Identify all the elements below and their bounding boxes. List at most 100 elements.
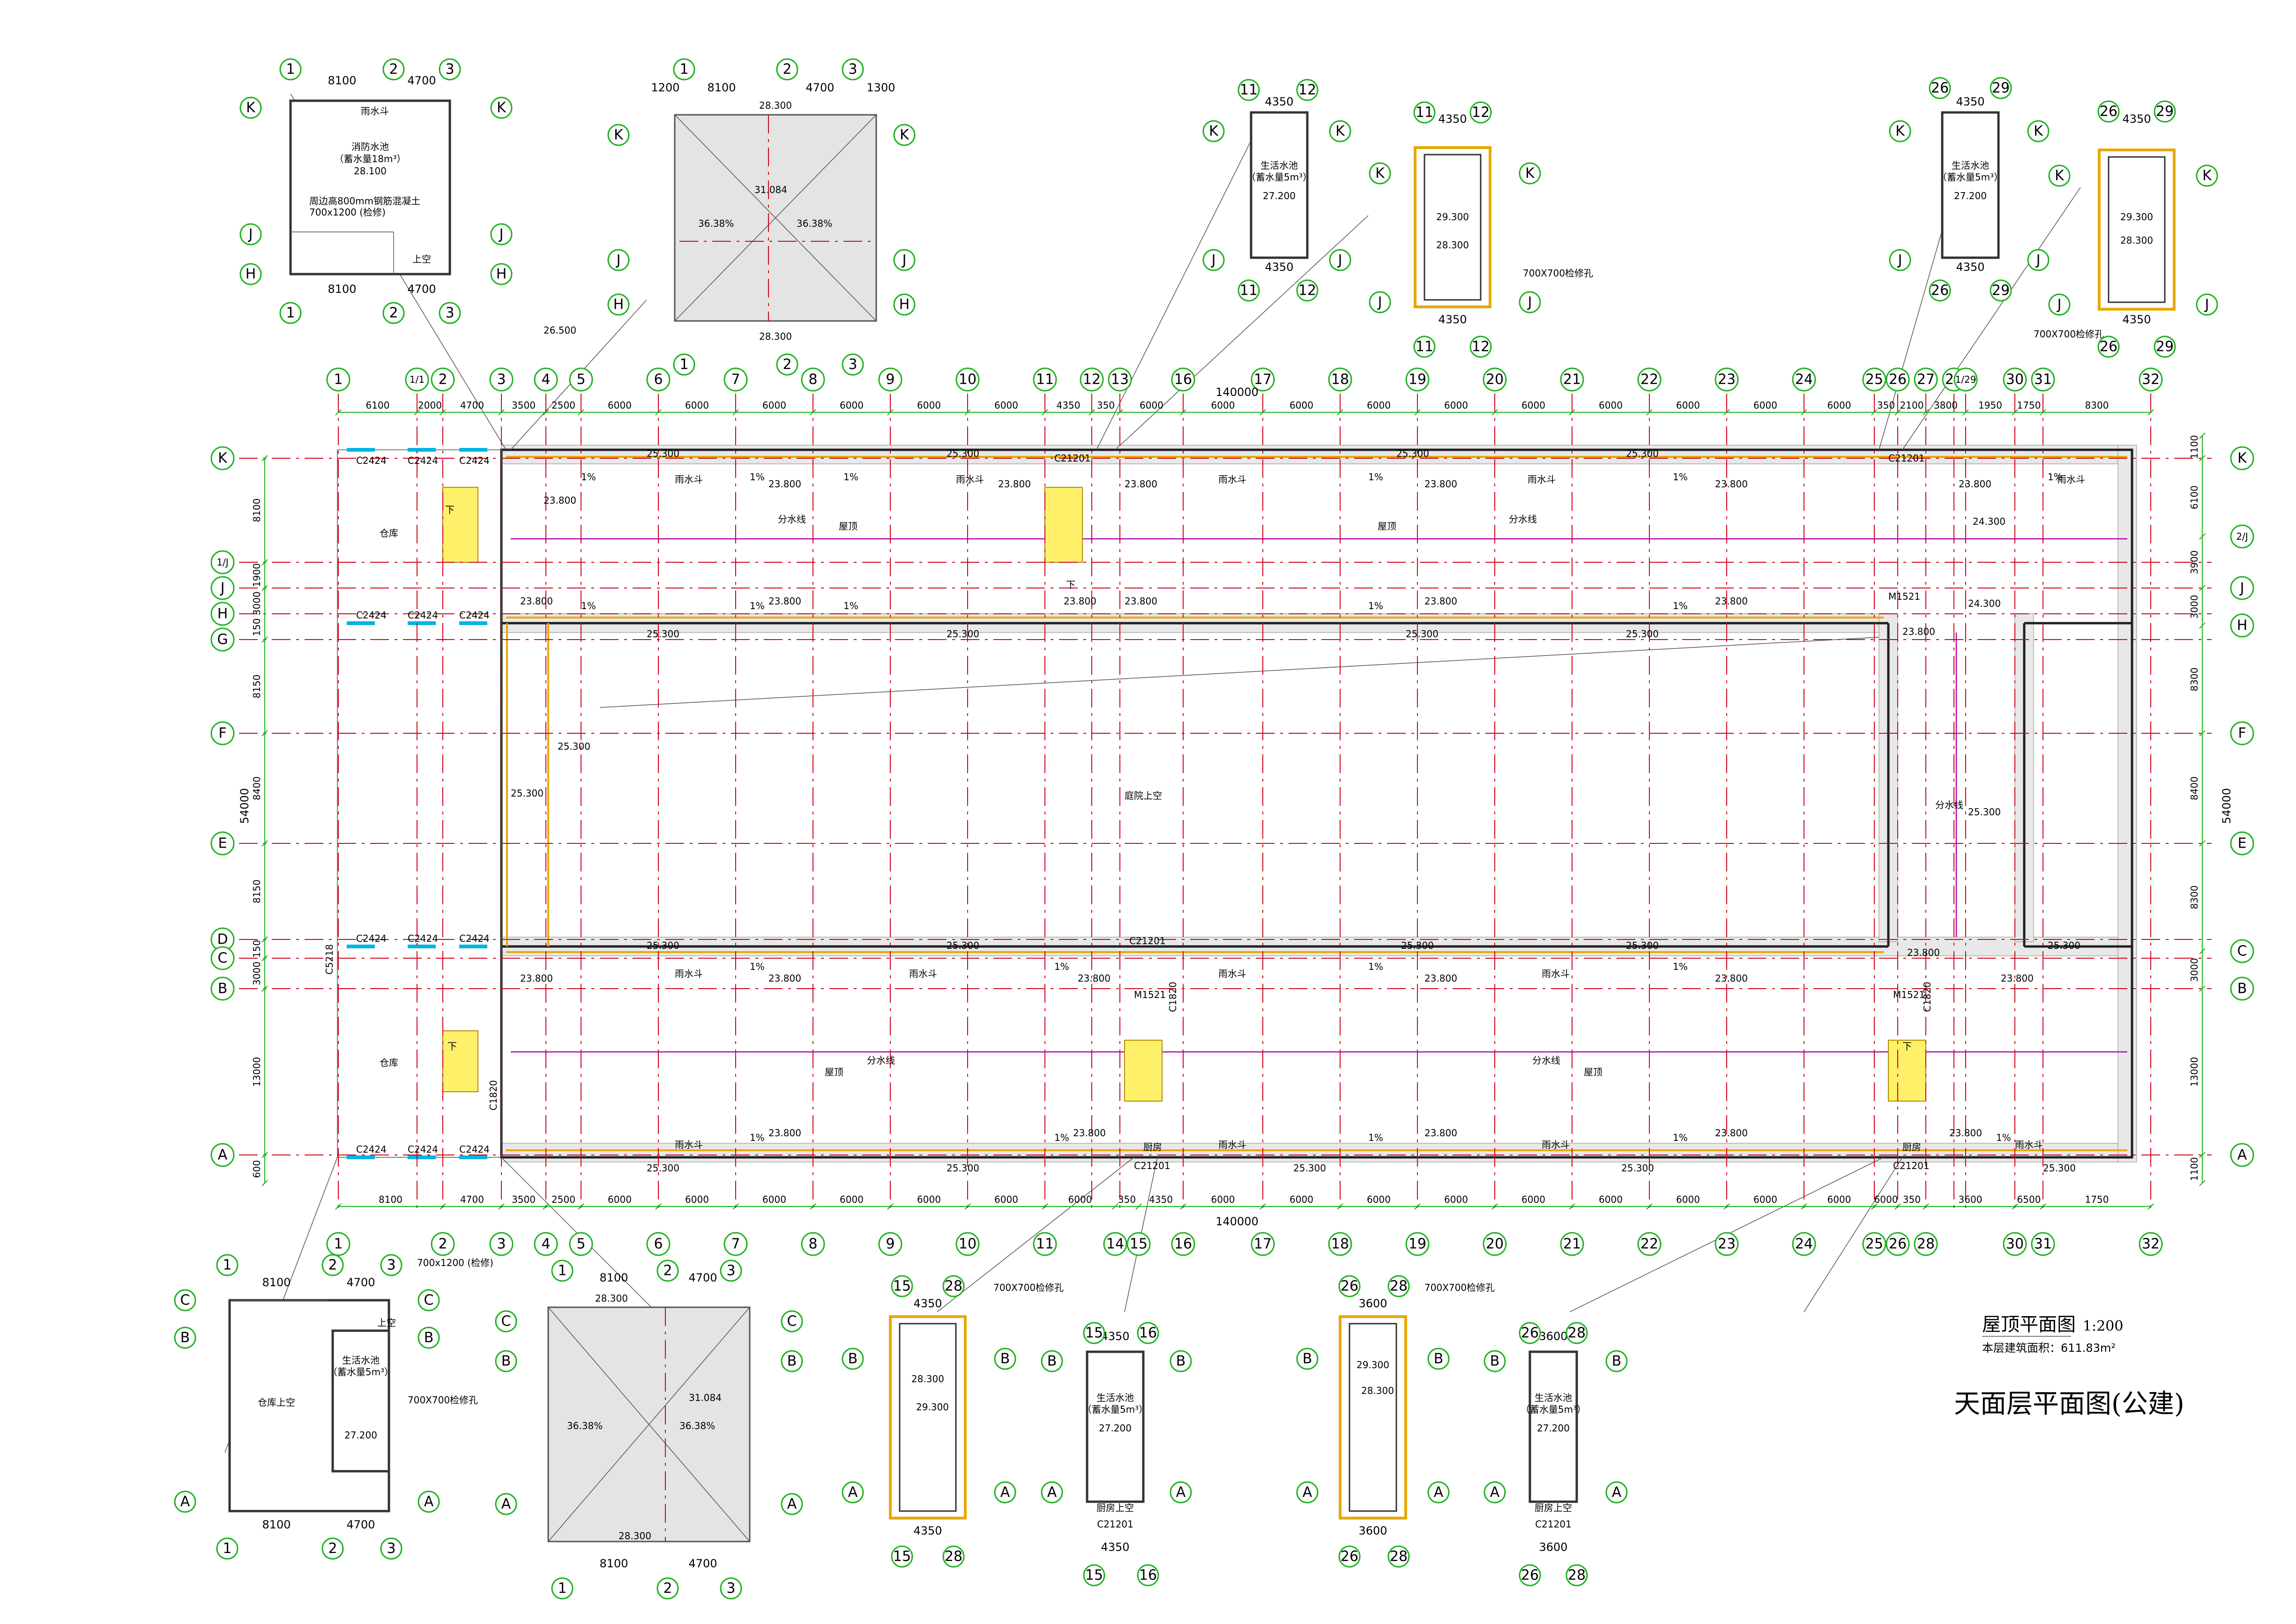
dim-top-label-20: 6000: [1676, 400, 1700, 411]
left-bubble-6-circle: [210, 831, 235, 856]
top-bubble-10-label: 10: [959, 372, 977, 388]
elev-25300-n: 25.300: [1626, 940, 1659, 951]
tl_a-top-2-label: 3: [445, 61, 454, 78]
bl_a-bot-2-circle: [380, 1537, 403, 1560]
bottom-bubble-14-label: 17: [1254, 1236, 1272, 1252]
tl_a-right-2-label: H: [496, 266, 507, 283]
dim-bottom-tick-15: [1337, 1203, 1343, 1210]
overflow-h: 雨水斗: [1218, 968, 1246, 979]
top-bubble-7-circle: [723, 367, 748, 392]
tr_b-left-0: K: [2048, 164, 2071, 187]
window-c2424-b: C2424: [408, 455, 438, 466]
dim-top-tick-14: [1180, 409, 1186, 416]
overflow-e: 雨水斗: [2057, 474, 2085, 485]
hatch-11-elev: 29.300: [1436, 211, 1469, 223]
top-bubble-28-circle: [2003, 367, 2027, 392]
right-bubble-8-label: A: [2237, 1147, 2247, 1163]
bottom-bubble-2-circle: [489, 1232, 514, 1256]
dim-right-label-1: 6100: [2189, 485, 2200, 509]
window-c2424-c: C2424: [459, 455, 490, 466]
right-bubble-2-label: J: [2239, 580, 2244, 596]
bl_b-top-2-label: 3: [726, 1263, 735, 1279]
dim-top-label-6: 6000: [685, 400, 709, 411]
br_a-top-0-circle: [1338, 1275, 1361, 1297]
dim-left-label-6: 150: [251, 940, 262, 958]
tc_b-top-1-label: 12: [1472, 104, 1490, 121]
bottom-bubble-24-label: 28: [1917, 1236, 1935, 1252]
top-bubble-14-label: 16: [1174, 372, 1192, 388]
br_b-bot-1: 28: [1565, 1564, 1588, 1587]
bc_a-right-0: B: [994, 1348, 1016, 1370]
elev-23800-e: 23.800: [1715, 478, 1748, 490]
dim-left-label-5: 8150: [251, 879, 262, 903]
bottom-bubble-22: 25: [1862, 1232, 1886, 1256]
dim-bottom-tick-9: [964, 1203, 971, 1210]
tr_b-bot-1-label: 29: [2156, 339, 2174, 355]
dim-top-tick-18: [1491, 409, 1498, 416]
tank-26-elev: 27.200: [1954, 190, 1987, 201]
bottom-bubble-2: 3: [489, 1232, 514, 1256]
slope-1pct-n: 1%: [1368, 961, 1383, 972]
dim-bottom-tick-0: [335, 1203, 342, 1210]
window-c5218: C5218: [324, 944, 335, 975]
elev-25300-a: 25.300: [647, 448, 679, 459]
top-bubble-22: 24: [1792, 367, 1816, 392]
bc_a-top-1-label: 28: [945, 1278, 962, 1295]
detail-hatch-26-28: 29.300 28.300 700X700检修孔 3600 3600: [1339, 1282, 1495, 1537]
top-bubble-21-label: 23: [1718, 372, 1736, 388]
br_b-bot-1-circle: [1565, 1564, 1588, 1587]
bottom-bubble-5-label: 6: [654, 1236, 663, 1252]
dim-bottom-label-5: 6000: [685, 1194, 709, 1205]
dim-bottom-tick-25: [2012, 1203, 2018, 1210]
dim-top-label-8: 6000: [840, 400, 864, 411]
bl_a-left-0-label: C: [180, 1292, 190, 1309]
tr_a-top-1: 29: [1990, 77, 2012, 99]
fire-tank-capacity: （蓄水量18m³）: [335, 153, 406, 164]
bottom-bubble-16-circle: [1405, 1232, 1430, 1256]
tc_a-top-1-label: 12: [1298, 82, 1316, 98]
top-bubble-30-label: 32: [2142, 372, 2160, 388]
br_a-bot-0-circle: [1338, 1545, 1361, 1568]
dim-bottom-label-20: 6000: [1753, 1194, 1777, 1205]
slope-1pct-e: 1%: [1673, 471, 1688, 483]
bottom-bubble-4-circle: [569, 1232, 593, 1256]
bl_b-top-0-label: 1: [558, 1263, 567, 1279]
left-bubble-10-label: A: [218, 1147, 228, 1163]
bc_a-bot-0-circle: [891, 1545, 913, 1568]
dim-top-label-14: 6000: [1211, 400, 1235, 411]
tr_a-top-1-circle: [1990, 77, 2012, 99]
top-bubble-19: 21: [1560, 367, 1584, 392]
bl_a-top-0: 1: [216, 1254, 239, 1276]
left-bubble-1-label: 1/J: [216, 557, 228, 568]
dim-bottom-tick-19: [1646, 1203, 1653, 1210]
bottom-bubble-18-circle: [1560, 1232, 1584, 1256]
top-bubble-8-circle: [801, 367, 825, 392]
bc_a-left-0: B: [842, 1348, 864, 1370]
tc_a-right-0: K: [1329, 120, 1351, 142]
dim-top-tick-25: [1923, 409, 1929, 416]
bc_b-left-0-label: B: [1047, 1353, 1057, 1370]
windows: [347, 448, 487, 1159]
tr_b-right-0-label: K: [2202, 168, 2212, 184]
tr_a-bot-1-label: 29: [1992, 283, 2010, 299]
dim-bottom-label-17: 6000: [1521, 1194, 1545, 1205]
dim-right-tick-5: [2199, 730, 2206, 737]
dim-right-tick-9: [2199, 1152, 2206, 1158]
tl_b-left-1: J: [607, 249, 630, 271]
hatch-26b-elev-b: 28.300: [1361, 1385, 1394, 1396]
br_a-right-0-circle: [1427, 1348, 1450, 1370]
tl_a-left-2-circle: [239, 263, 262, 285]
window-c2424-e: C2424: [408, 610, 438, 621]
tc_a-right-0-circle: [1329, 120, 1351, 142]
right-bubble-7-label: B: [2237, 981, 2247, 997]
bc_a-left-1-circle: [842, 1481, 864, 1504]
tc_b-bot-0: 11: [1413, 335, 1436, 358]
tc_a-bot-0: 11: [1237, 279, 1260, 302]
window-c2424-g: C2424: [356, 933, 387, 944]
tl_a-right-2: H: [490, 263, 513, 285]
dim-top-label-2: 4700: [460, 400, 484, 411]
dim-bottom-label-6: 6000: [762, 1194, 786, 1205]
elev-23800-x: 23.800: [1424, 1127, 1457, 1139]
right-bubble-7: B: [2230, 976, 2254, 1001]
